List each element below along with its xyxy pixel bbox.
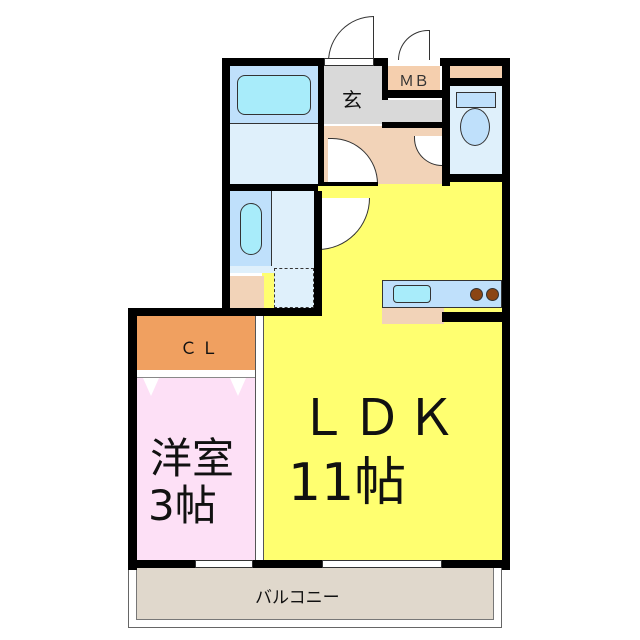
toilet-tank xyxy=(456,92,496,108)
wall xyxy=(442,312,510,322)
closet-label: ＣＬ xyxy=(180,339,222,359)
wall xyxy=(222,58,324,66)
ldk-label: ＬＤＫ xyxy=(298,389,460,447)
wall xyxy=(318,182,378,186)
wall xyxy=(442,58,450,186)
wall xyxy=(128,560,510,568)
wall xyxy=(314,191,322,313)
kitchen-counter-lower xyxy=(382,308,444,324)
genkan-step xyxy=(382,100,442,124)
wall xyxy=(230,184,318,191)
window xyxy=(322,560,442,568)
wall xyxy=(442,78,502,86)
wall xyxy=(382,122,442,128)
wall xyxy=(442,174,502,182)
ldk-size: 11帖 xyxy=(288,453,407,513)
balcony xyxy=(136,566,494,620)
closet xyxy=(137,316,255,370)
toilet-bowl xyxy=(460,108,490,146)
mb-door xyxy=(398,30,430,60)
stove-burner-2 xyxy=(486,288,499,301)
western-room-size: 3帖 xyxy=(148,481,217,530)
meter-box-label: ＭＢ xyxy=(399,72,430,90)
wash-basin xyxy=(240,203,262,255)
wall xyxy=(440,58,510,66)
meter-box xyxy=(388,66,440,90)
wall xyxy=(128,308,322,316)
closet-door-left xyxy=(143,378,159,396)
bathtub xyxy=(237,75,311,115)
wall xyxy=(382,66,388,100)
stove-burner-1 xyxy=(470,288,483,301)
storage xyxy=(230,276,264,310)
genkan-label: 玄 xyxy=(342,88,362,112)
pipe-space xyxy=(450,66,502,78)
genkan xyxy=(324,66,382,124)
washing-machine-space xyxy=(274,268,314,308)
wall xyxy=(128,308,137,570)
wall xyxy=(222,58,230,314)
wall xyxy=(318,58,324,184)
closet-door-right xyxy=(230,378,246,396)
window xyxy=(324,58,374,66)
kitchen-sink xyxy=(393,285,431,303)
entrance-door[interactable] xyxy=(328,16,374,62)
wall xyxy=(374,58,388,66)
closet-door-track xyxy=(137,370,255,378)
window xyxy=(195,560,253,568)
western-room xyxy=(137,372,255,560)
wall xyxy=(382,90,442,98)
balcony-label: バルコニー xyxy=(255,588,340,608)
wall xyxy=(255,316,264,566)
western-room-label: 洋室 xyxy=(150,434,235,483)
